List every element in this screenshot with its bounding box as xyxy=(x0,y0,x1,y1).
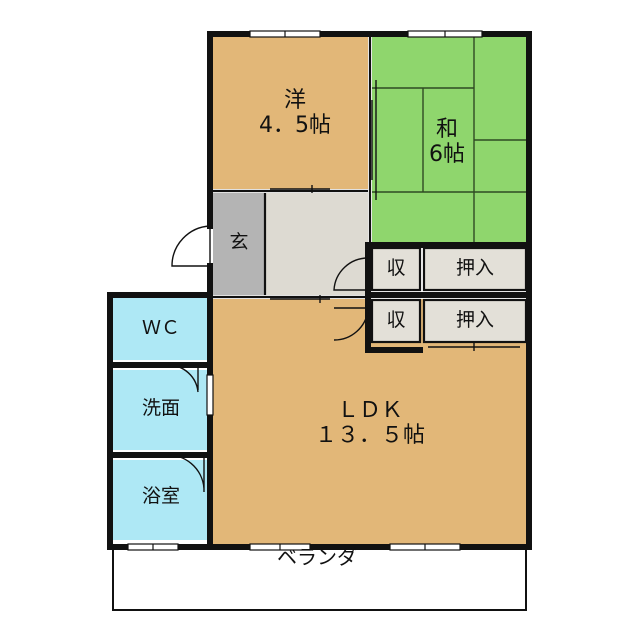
veranda-label: ベランダ xyxy=(277,545,357,569)
closet-1-label: 押入 xyxy=(455,257,494,279)
hallway-fill xyxy=(265,193,368,295)
storage-1-fill xyxy=(372,248,420,290)
storage-1-label: 収 xyxy=(386,257,406,279)
western-room-label: 洋 4．5帖 xyxy=(245,88,345,139)
windows xyxy=(127,30,483,551)
ldk-size: １３．５帖 xyxy=(314,423,425,449)
entrance-fill xyxy=(213,193,265,295)
tatami-lines xyxy=(372,37,526,244)
wc-label: ＷＣ xyxy=(141,317,180,339)
washroom-label: 洗面 xyxy=(141,397,180,419)
washroom-fill xyxy=(113,370,209,450)
bathroom-fill xyxy=(113,460,209,540)
ldk-label: ＬＤＫ １３．５帖 xyxy=(300,398,440,449)
western-room-fill xyxy=(213,37,368,189)
japanese-room-name: 和 xyxy=(435,117,458,142)
sliding-doors xyxy=(270,80,520,351)
bathroom-label: 浴室 xyxy=(141,485,180,507)
closet-2-fill xyxy=(424,300,526,342)
closet-2-label: 押入 xyxy=(455,309,494,331)
ldk-name: ＬＤＫ xyxy=(336,398,403,423)
wc-fill xyxy=(113,298,209,360)
closet-1-fill xyxy=(424,248,526,290)
storage-2-label: 収 xyxy=(386,309,406,331)
storage-2-fill xyxy=(372,300,420,342)
interior-walls xyxy=(213,37,528,344)
entrance-label: 玄 xyxy=(229,231,249,253)
western-room-name: 洋 xyxy=(283,88,306,113)
exterior-walls xyxy=(107,31,532,550)
swing-doors xyxy=(167,225,369,493)
western-room-size: 4．5帖 xyxy=(259,113,331,139)
japanese-room-size: 6帖 xyxy=(429,142,465,168)
japanese-room-label: 和 6帖 xyxy=(412,117,482,168)
